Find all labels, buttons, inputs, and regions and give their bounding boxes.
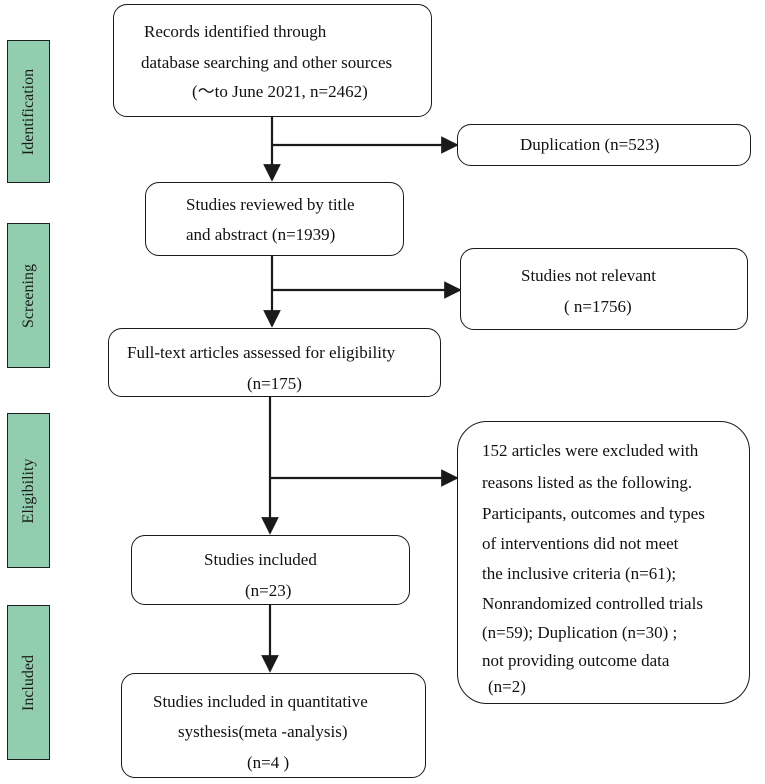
excluded-line-1: 152 articles were excluded with xyxy=(482,441,699,460)
records-line-2: database searching and other sources xyxy=(141,53,393,72)
duplication-box: Duplication (n=523) xyxy=(457,124,751,166)
studies-included-box: Studies included (n=23) xyxy=(131,535,410,605)
stage-screening: Screening xyxy=(7,223,50,368)
stage-identification: Identification xyxy=(7,40,50,183)
quantitative-line-3: (n=4 ) xyxy=(247,753,290,772)
excluded-reasons-box: 152 articles were excluded with reasons … xyxy=(457,421,750,704)
records-line-3: (～to June 2021, n=2462) xyxy=(192,82,368,101)
records-identified-box: Records identified through database sear… xyxy=(113,4,432,117)
excluded-line-3: Participants, outcomes and types xyxy=(482,504,705,523)
excluded-line-6: Nonrandomized controlled trials xyxy=(482,594,703,613)
included-line-2: (n=23) xyxy=(245,581,292,600)
reviewed-line-2: and abstract (n=1939) xyxy=(186,225,336,244)
not-relevant-box: Studies not relevant ( n=1756) xyxy=(460,248,748,330)
records-line-1: Records identified through xyxy=(144,22,327,41)
stage-included: Included xyxy=(7,605,50,760)
fulltext-assessed-box: Full-text articles assessed for eligibil… xyxy=(108,328,441,397)
stage-eligibility: Eligibility xyxy=(7,413,50,568)
fulltext-line-2: (n=175) xyxy=(247,374,302,393)
reviewed-line-1: Studies reviewed by title xyxy=(186,195,355,214)
duplication-line-1: Duplication (n=523) xyxy=(520,135,660,154)
excluded-line-4: of interventions did not meet xyxy=(482,534,679,553)
quantitative-line-2: systhesis(meta -analysis) xyxy=(178,722,348,741)
not-relevant-line-2: ( n=1756) xyxy=(564,297,632,316)
excluded-line-2: reasons listed as the following. xyxy=(482,473,693,492)
excluded-line-7: (n=59); Duplication (n=30) ; xyxy=(482,623,678,642)
quantitative-synthesis-box: Studies included in quantitative systhes… xyxy=(121,673,426,778)
excluded-line-5: the inclusive criteria (n=61); xyxy=(482,564,677,583)
fulltext-line-1: Full-text articles assessed for eligibil… xyxy=(127,343,396,362)
quantitative-line-1: Studies included in quantitative xyxy=(153,692,368,711)
included-line-1: Studies included xyxy=(204,550,317,569)
excluded-line-8: not providing outcome data xyxy=(482,651,670,670)
studies-reviewed-box: Studies reviewed by title and abstract (… xyxy=(145,182,404,256)
not-relevant-line-1: Studies not relevant xyxy=(521,266,657,285)
excluded-line-9: (n=2) xyxy=(488,677,526,696)
